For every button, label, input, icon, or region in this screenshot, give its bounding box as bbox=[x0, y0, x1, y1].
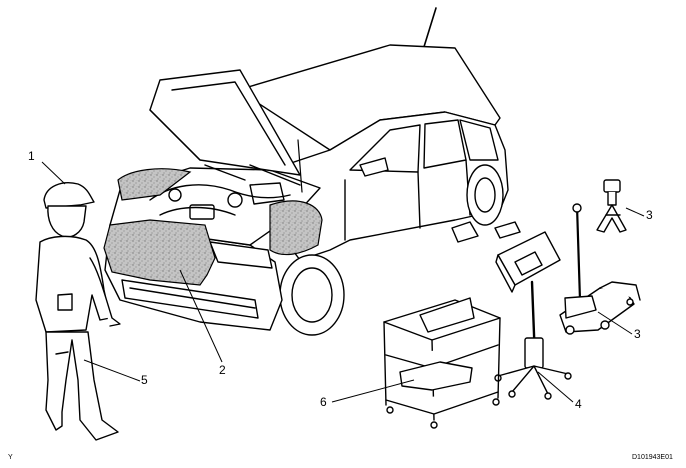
lamp-base bbox=[497, 365, 569, 395]
mechanic-cap bbox=[43, 182, 95, 209]
mechanic bbox=[35, 182, 121, 441]
fender-cover-right bbox=[269, 200, 323, 256]
leader-5 bbox=[83, 359, 141, 382]
antenna bbox=[422, 7, 437, 51]
fender-cover-left bbox=[117, 168, 192, 201]
figure-id: D101943E01 bbox=[632, 454, 673, 461]
leader-6 bbox=[331, 379, 415, 403]
headlight-right bbox=[209, 241, 273, 269]
leader-lines bbox=[41, 161, 645, 403]
wheel-chock-front bbox=[451, 221, 479, 243]
lamp-stand bbox=[494, 231, 572, 400]
tool-cart bbox=[383, 297, 501, 429]
mechanic-legs bbox=[45, 331, 119, 441]
hood bbox=[149, 69, 301, 176]
callout-6: 6 bbox=[320, 395, 327, 409]
floor-jack bbox=[559, 203, 641, 335]
jack-stand-legs bbox=[596, 204, 627, 233]
cart-bottom-shelf bbox=[385, 391, 499, 415]
grille bbox=[121, 279, 259, 319]
leader-1 bbox=[41, 161, 66, 185]
callout-3-jack-stand: 3 bbox=[646, 208, 653, 222]
mechanic-head bbox=[47, 205, 87, 238]
callout-1: 1 bbox=[28, 149, 35, 163]
wheel-chock-rear bbox=[494, 221, 521, 239]
jack-stand-saddle bbox=[603, 179, 621, 193]
hood-prop-rod bbox=[297, 139, 303, 193]
front-wheel bbox=[279, 254, 345, 336]
rear-window bbox=[459, 119, 499, 161]
floor-jack-handle bbox=[575, 204, 582, 302]
jack-stand bbox=[596, 179, 627, 233]
cart-bin bbox=[399, 361, 473, 391]
protective-covers bbox=[103, 168, 323, 286]
callout-3-floor-jack: 3 bbox=[634, 327, 641, 341]
leader-3a bbox=[625, 207, 645, 217]
corner-mark: Y bbox=[8, 454, 13, 461]
side-mirror bbox=[359, 157, 389, 177]
side-window-front bbox=[349, 124, 421, 173]
toolbox bbox=[419, 297, 475, 333]
leader-4 bbox=[537, 371, 574, 403]
leader-3b bbox=[597, 311, 633, 335]
callout-5: 5 bbox=[141, 373, 148, 387]
callout-2: 2 bbox=[219, 363, 226, 377]
callout-4: 4 bbox=[575, 397, 582, 411]
leader-2 bbox=[179, 269, 223, 363]
rear-wheel bbox=[466, 164, 504, 226]
front-grille-cover bbox=[103, 219, 216, 286]
